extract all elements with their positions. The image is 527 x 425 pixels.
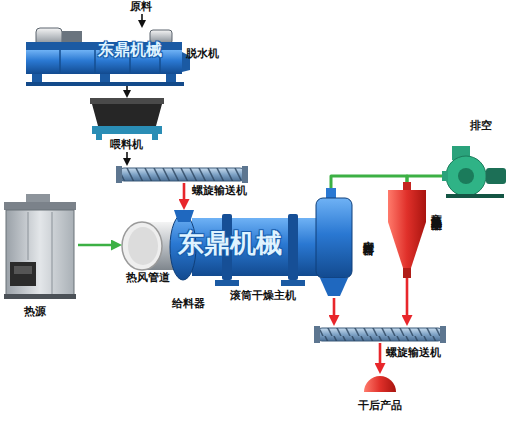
screw-tube	[316, 328, 444, 341]
cabinet-body	[6, 210, 74, 296]
equipment-node: 热风管道	[122, 222, 174, 270]
fan-housing	[446, 156, 486, 196]
equipment-label: 螺旋输送机	[386, 347, 441, 359]
screw-cap	[116, 166, 122, 183]
equipment-label: 排空	[470, 120, 492, 132]
roller-base	[281, 280, 305, 286]
feeder-frame	[92, 126, 162, 134]
equipment-label: 喂料机	[110, 139, 143, 151]
fan-motor	[486, 168, 506, 184]
drum-tyre	[288, 214, 298, 280]
equipment-node: 原料	[128, 0, 158, 14]
equipment-label: 给料器	[172, 298, 205, 310]
fan-base	[446, 194, 504, 198]
cyclone-discharge	[403, 268, 411, 278]
screw-spiral	[120, 168, 244, 181]
equipment-node: 螺旋输送机	[314, 326, 446, 343]
equipment-label: 滚筒干燥主机	[230, 290, 296, 302]
equipment-node: 螺旋输送机	[116, 166, 248, 183]
cyclone-cone	[388, 222, 426, 268]
flow-arrow	[333, 298, 336, 321]
firebox-door	[10, 262, 36, 286]
roller-base	[215, 280, 239, 286]
cyclone-cylinder	[388, 190, 426, 222]
hopper	[92, 104, 162, 126]
flow-arrow	[183, 183, 186, 205]
cabinet-top	[4, 202, 76, 210]
fan-inlet	[442, 171, 448, 181]
feeder-leg	[96, 134, 102, 140]
screw-cap	[440, 326, 446, 343]
equipment-label: 密封排料器	[362, 232, 374, 237]
equipment-node: 喂料机	[88, 98, 166, 152]
flow-arrow	[379, 343, 382, 369]
screw-cap	[242, 166, 248, 183]
firebox-window	[14, 266, 32, 274]
cyclone-outlet	[403, 182, 411, 190]
feed-hopper	[174, 210, 194, 222]
flow-arrow	[331, 176, 407, 188]
hood-body	[316, 198, 352, 278]
flow-arrow	[406, 278, 409, 321]
duct-opening	[122, 222, 162, 270]
equipment-node: 热源	[2, 192, 78, 300]
equipment-node: 排空	[442, 146, 506, 198]
duct-inner	[128, 227, 158, 265]
screw-cap	[314, 326, 320, 343]
equipment-label: 热风管道	[126, 272, 170, 284]
flow-arrow	[126, 86, 128, 94]
equipment-label: 脱水机	[186, 48, 219, 60]
equipment-label: 原料	[130, 1, 152, 13]
fan-hub	[458, 168, 474, 184]
screw-tube	[118, 168, 246, 181]
feeder-leg	[152, 134, 158, 140]
equipment-label: 热源	[24, 306, 46, 318]
equipment-node: 密封排料器	[314, 188, 354, 298]
equipment-label: 干后产品	[358, 400, 402, 412]
flow-arrow	[78, 244, 117, 247]
watermark: 东鼎机械	[178, 226, 282, 261]
watermark: 东鼎机械	[98, 40, 162, 61]
equipment-node: 干后产品	[362, 374, 398, 393]
equipment-label: 高效旋风除尘器	[430, 205, 442, 212]
equipment-node: 高效旋风除尘器	[386, 182, 428, 278]
product-pile	[364, 376, 396, 392]
machine-base	[26, 82, 184, 86]
hopper-rim	[90, 98, 164, 104]
flow-arrow	[126, 152, 128, 162]
screw-spiral	[318, 328, 442, 341]
cabinet-base	[4, 294, 76, 299]
flow-arrow	[141, 14, 143, 24]
hood-cone	[320, 278, 348, 296]
flow-arrow	[407, 176, 442, 182]
equipment-label: 螺旋输送机	[192, 185, 247, 197]
